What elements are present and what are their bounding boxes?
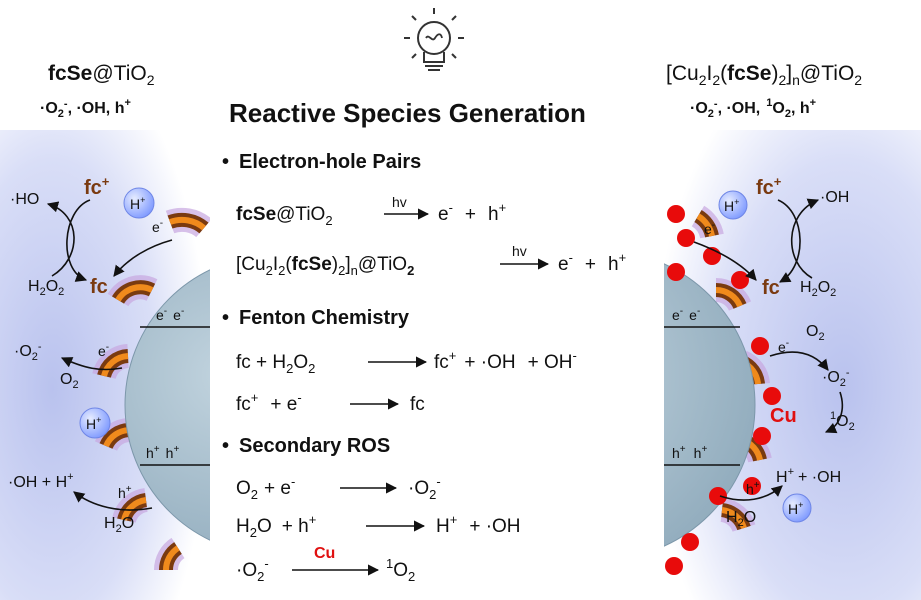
left-superoxide-arrow xyxy=(60,357,123,371)
right-title: [Cu2I2(fcSe)2]n@TiO2 xyxy=(666,62,862,88)
left-electron-label: e- xyxy=(152,218,163,235)
right-oxygen: O2 xyxy=(806,323,825,343)
equation-2-hv: hv xyxy=(512,243,527,259)
left-h-plus-bubble-1: H+ xyxy=(123,187,155,219)
left-fc: fc xyxy=(90,276,108,298)
left-fc-plus: fc+ xyxy=(84,174,110,199)
equation-6-products: H++ ·OH xyxy=(436,512,521,537)
left-water: H2O xyxy=(104,515,134,535)
right-tio2-particle xyxy=(664,263,756,547)
left-superoxide: ·O2- xyxy=(14,341,42,363)
right-cycle-arrow-up xyxy=(790,198,820,279)
equation-2-products: e-+h+ xyxy=(558,250,626,275)
right-electron-pair: e-e- xyxy=(672,306,700,323)
lightbulb-icon xyxy=(404,8,464,71)
right-hole-arrow xyxy=(719,485,783,501)
right-panel: [Cu2I2(fcSe)2]n@TiO2 ·O2-, ·OH,1O2, h+ H… xyxy=(664,62,921,600)
equation-4-products: fc xyxy=(410,394,425,415)
right-oh-radical: ·OH xyxy=(820,189,849,206)
right-electron-label-2: e- xyxy=(778,338,789,355)
left-h-plus-bubble-2: H+ xyxy=(79,407,111,439)
equation-7-catalyst: Cu xyxy=(314,545,335,562)
left-panel: fcSe@TiO2 ·O2-, ·OH, h+ ·HO fc+ H2O2 fc … xyxy=(0,62,210,600)
left-oh-h-plus: ·OH + H+ xyxy=(8,471,74,491)
equation-1-products: e-+h+ xyxy=(438,200,506,225)
section-secondary-ros: •Secondary ROS xyxy=(222,435,390,457)
left-ho-radical: ·HO xyxy=(10,191,39,208)
right-h2o2: H2O2 xyxy=(800,279,836,299)
left-cycle-arrow-up xyxy=(46,201,75,277)
right-water: H2O xyxy=(726,509,756,529)
equation-2: [Cu2I2(fcSe)2]n@TiO2 xyxy=(236,254,414,278)
left-electron-arrow xyxy=(113,239,173,277)
equation-1-hv: hv xyxy=(392,194,407,210)
left-species: ·O2-, ·OH, h+ xyxy=(40,97,131,120)
equation-7-products: 1O2 xyxy=(386,556,415,584)
left-hole-pair: h+h+ xyxy=(146,444,179,461)
section-electron-hole-pairs: •Electron-hole Pairs xyxy=(222,151,421,173)
left-hole-label: h+ xyxy=(118,484,132,501)
equation-7: ·O2- xyxy=(236,556,269,584)
equation-1: fcSe@TiO2 xyxy=(236,204,333,228)
equation-3: fc + H2O2 xyxy=(236,352,315,376)
svg-text:H+: H+ xyxy=(86,415,101,432)
equation-5-products: ·O2- xyxy=(408,474,441,502)
right-electron-arrow xyxy=(693,241,757,281)
left-electron-label-2: e- xyxy=(98,342,109,359)
equation-6: H2O+ h+ xyxy=(236,512,316,540)
right-singlet-arrow xyxy=(824,391,844,434)
right-cu-nanoparticles xyxy=(665,205,781,575)
right-superoxide: ·O2- xyxy=(822,367,850,389)
center-panel: Reactive Species Generation •Electron-ho… xyxy=(222,8,626,584)
svg-text:H+: H+ xyxy=(788,500,803,517)
section-fenton-chemistry: •Fenton Chemistry xyxy=(222,307,410,329)
right-h-plus-bubble-1: H+ xyxy=(718,190,748,220)
left-title: fcSe@TiO2 xyxy=(48,62,155,88)
left-h2o2: H2O2 xyxy=(28,278,64,298)
right-hole-label: h+ xyxy=(746,480,760,497)
equation-5: O2+ e- xyxy=(236,474,295,502)
center-title: Reactive Species Generation xyxy=(229,98,586,128)
right-cycle-arrow-down xyxy=(777,199,801,283)
right-superoxide-arrow xyxy=(769,351,829,371)
right-species: ·O2-, ·OH,1O2, h+ xyxy=(690,97,816,120)
right-h-plus-bubble-2: H+ xyxy=(782,493,812,523)
right-hole-pair: h+h+ xyxy=(672,444,707,461)
left-hole-arrow xyxy=(73,491,153,511)
equation-3-products: fc++ ·OH+ OH- xyxy=(434,348,577,373)
left-tio2-particle xyxy=(124,269,210,541)
left-cycle-arrow-down xyxy=(66,199,91,282)
right-cu-label: Cu xyxy=(770,405,797,427)
equation-4: fc++ e- xyxy=(236,390,302,415)
right-fc: fc xyxy=(762,277,780,299)
svg-text:H+: H+ xyxy=(130,195,145,212)
right-h-plus-oh: H++ ·OH xyxy=(776,466,841,486)
left-electron-pair: e-e- xyxy=(156,306,184,323)
right-singlet-oxygen: 1O2 xyxy=(830,410,855,433)
svg-text:H+: H+ xyxy=(724,197,739,214)
right-electron-label: e- xyxy=(704,220,715,237)
right-fc-plus: fc+ xyxy=(756,174,782,199)
left-oxygen: O2 xyxy=(60,371,79,391)
